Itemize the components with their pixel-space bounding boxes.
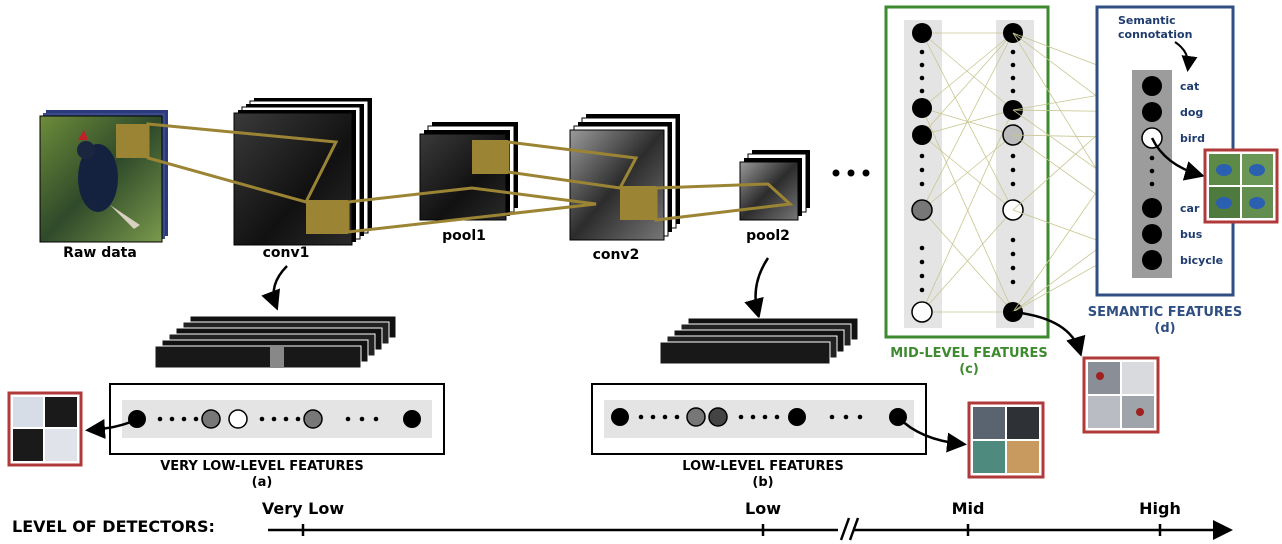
axis-tick-label: Mid <box>952 499 985 518</box>
class-label-bird: bird <box>1180 132 1205 145</box>
very-low-feature-strips <box>154 315 397 369</box>
conv2-label: conv2 <box>593 247 640 263</box>
low-feature-vector <box>591 383 927 455</box>
low-patch-thumbnail <box>967 401 1045 479</box>
mid-patch-thumbnail <box>1082 356 1160 434</box>
axis-tick-label: Very Low <box>262 499 344 518</box>
very-low-tag: (a) <box>252 475 273 490</box>
class-label-dog: dog <box>1180 106 1203 119</box>
conv1-label: conv1 <box>263 245 310 261</box>
semantic-note-line2: connotation <box>1118 28 1192 41</box>
low-feature-strips <box>659 317 859 365</box>
ellipsis-dots <box>832 169 870 177</box>
conv1-down-arrow <box>261 265 288 311</box>
mid-title: MID-LEVEL FEATURES <box>890 346 1048 361</box>
axis-tick-label: Low <box>745 499 781 518</box>
mid-tag: (c) <box>959 362 979 377</box>
axis-tick-label: High <box>1139 499 1181 518</box>
low-title: LOW-LEVEL FEATURES <box>682 459 843 474</box>
semantic-note-line1: Semantic <box>1118 14 1176 27</box>
axis-title: LEVEL OF DETECTORS: <box>12 517 215 536</box>
receptive-field-connectors <box>116 122 794 234</box>
very-low-out-arrow <box>85 417 138 439</box>
pool2-down-arrow <box>744 257 770 319</box>
bird-out-arrow <box>1150 137 1205 181</box>
semantic-note-arrow <box>1174 41 1198 72</box>
class-label-bus: bus <box>1180 228 1203 241</box>
class-labels: cat dog bird car bus bicycle <box>1180 80 1223 267</box>
semantic-title: SEMANTIC FEATURES <box>1088 305 1242 320</box>
level-axis <box>268 517 1233 541</box>
class-label-cat: cat <box>1180 80 1199 93</box>
class-label-bicycle: bicycle <box>1180 254 1223 267</box>
semantic-tag: (d) <box>1154 321 1175 336</box>
very-low-patch-thumbnail <box>7 391 83 467</box>
pool2-feature-maps <box>739 150 810 221</box>
very-low-title: VERY LOW-LEVEL FEATURES <box>160 459 364 474</box>
class-label-car: car <box>1180 202 1200 215</box>
mid-out-arrow <box>1012 310 1086 357</box>
very-low-feature-vector <box>109 383 445 455</box>
conv1-feature-maps <box>233 98 372 246</box>
raw-data-label: Raw data <box>63 245 137 261</box>
mid-level-network <box>884 5 1050 339</box>
pool2-label: pool2 <box>746 228 790 244</box>
low-out-arrow <box>897 416 967 453</box>
low-tag: (b) <box>752 475 773 490</box>
bird-thumbnail <box>1203 148 1279 224</box>
axis-ticks: Very Low Low Mid High <box>262 499 1181 536</box>
pool1-label: pool1 <box>442 228 486 244</box>
